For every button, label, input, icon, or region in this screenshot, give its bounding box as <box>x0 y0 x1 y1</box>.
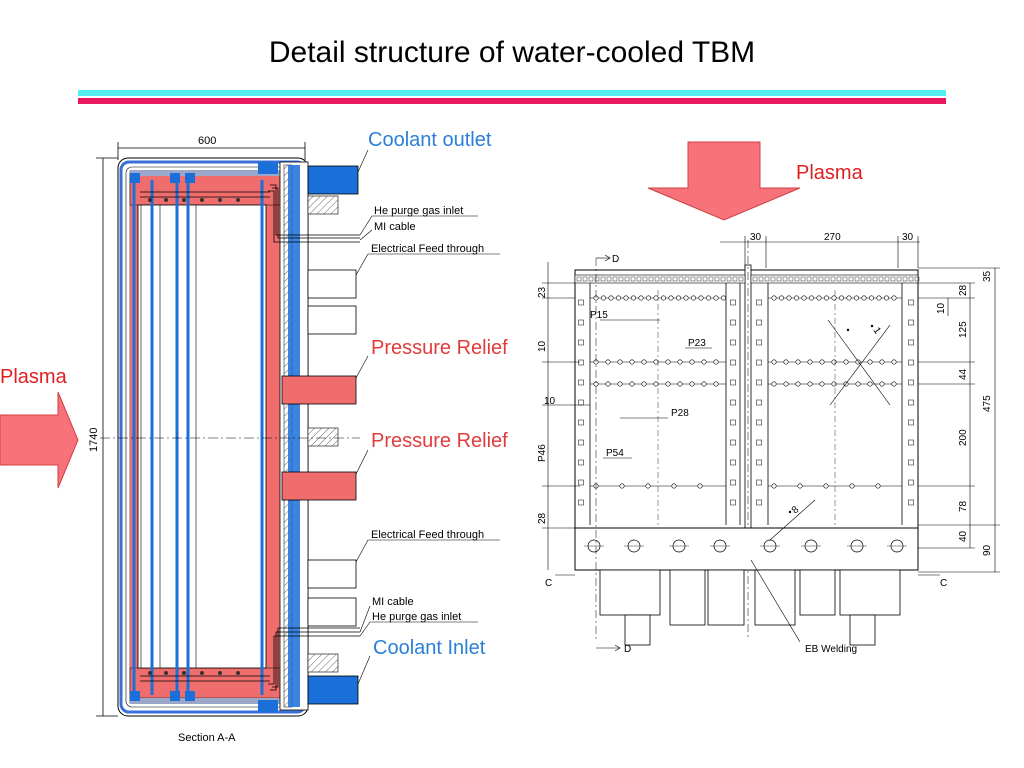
dim-90: 90 <box>982 544 993 556</box>
plasma-left-label: Plasma <box>0 366 68 388</box>
dim-35: 35 <box>982 270 993 282</box>
front-dimensions-right: 35 28 10 125 44 475 200 78 40 90 <box>918 267 1000 573</box>
elec-feed-bottom-label: Electrical Feed through <box>371 529 484 541</box>
cyan-rule <box>78 90 946 96</box>
dim-10l: 10 <box>537 340 548 352</box>
dim-width-label: 600 <box>198 135 216 147</box>
front-dimensions-left: 23 10 10 P46 28 P15 P23 P28 P54 <box>537 262 712 570</box>
pressure-relief-1-label: Pressure Relief <box>371 337 508 359</box>
title-underline <box>78 90 946 106</box>
p15-label: P15 <box>590 310 608 321</box>
section-d-top: D <box>612 254 619 265</box>
dim-78: 78 <box>958 500 969 512</box>
section-callouts: Coolant outlet He purge gas inlet MI cab… <box>355 129 508 685</box>
dim-270: 270 <box>824 232 841 243</box>
coolant-outlet-label: Coolant outlet <box>368 129 492 151</box>
eb-welding-label: EB Welding <box>805 644 857 655</box>
mi-cable-bottom-label: MI cable <box>372 596 414 608</box>
pink-rule <box>78 98 946 104</box>
dim-height-label: 1740 <box>88 428 100 452</box>
p23-label: P23 <box>688 338 706 349</box>
dim-p46: P46 <box>537 444 548 462</box>
elec-feed-top-label: Electrical Feed through <box>371 243 484 255</box>
section-c-left: C <box>545 578 552 589</box>
coolant-inlet-label: Coolant Inlet <box>373 637 486 659</box>
section-d-bottom: D <box>624 644 631 655</box>
he-purge-top-label: He purge gas inlet <box>374 205 463 217</box>
angle-1-label: 1 <box>871 325 883 336</box>
section-drawing: 600 1740 <box>88 135 360 744</box>
dim-30b: 30 <box>902 232 914 243</box>
dim-125: 125 <box>958 321 969 338</box>
plasma-arrow-left: Plasma <box>0 366 79 489</box>
front-view-drawing: 1 8 D D C C EB Welding <box>545 240 947 655</box>
pressure-relief-2-label: Pressure Relief <box>371 430 508 452</box>
dim-10b: 10 <box>544 396 556 407</box>
plasma-right-label: Plasma <box>796 162 864 184</box>
p54-label: P54 <box>606 448 624 459</box>
section-c-right: C <box>940 578 947 589</box>
p28-label: P28 <box>671 408 689 419</box>
dim-40: 40 <box>958 530 969 542</box>
angle-8-label: 8 <box>790 504 802 516</box>
he-purge-bottom-label: He purge gas inlet <box>372 611 461 623</box>
dim-10r: 10 <box>936 302 947 314</box>
mi-cable-top-label: MI cable <box>374 221 416 233</box>
plasma-arrow-right: Plasma <box>647 141 864 221</box>
page-title: Detail structure of water-cooled TBM <box>268 36 756 69</box>
dim-28l: 28 <box>537 512 548 524</box>
dim-200: 200 <box>958 429 969 446</box>
front-dimensions-top: 30 270 30 <box>720 232 920 268</box>
dim-475: 475 <box>982 395 993 412</box>
dim-44: 44 <box>958 368 969 380</box>
dim-23: 23 <box>537 286 548 298</box>
dim-28r: 28 <box>958 284 969 296</box>
dim-30a: 30 <box>750 232 762 243</box>
section-label: Section A-A <box>178 732 236 744</box>
